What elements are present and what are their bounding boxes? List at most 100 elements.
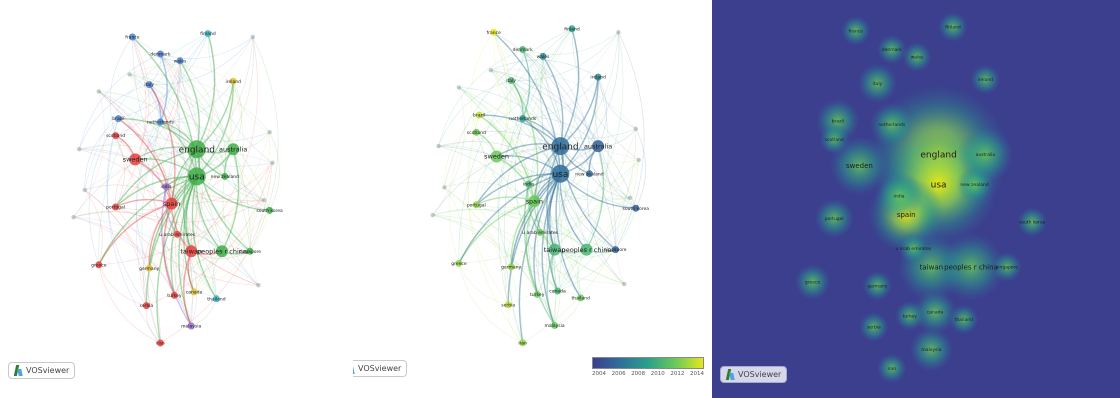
node-south-korea[interactable] (632, 204, 640, 212)
node-thailand[interactable] (212, 295, 220, 303)
node-germany[interactable] (145, 264, 153, 272)
node-wales[interactable] (539, 52, 547, 60)
link-edge (115, 175, 197, 208)
node-spain[interactable] (528, 195, 541, 208)
node-singapore[interactable] (246, 247, 254, 255)
node-greece[interactable] (455, 259, 463, 267)
node-label-spain: spain (163, 200, 180, 208)
node-india[interactable] (162, 183, 170, 191)
node-label-u-arab-emirates: u arab emirates (522, 230, 558, 236)
node-label-finland: finland (564, 26, 580, 32)
node-south-korea[interactable] (266, 206, 274, 214)
link-edge (165, 148, 198, 296)
node-netherlands[interactable] (519, 115, 527, 122)
link-edge (106, 118, 147, 306)
density-label-malaysia: malaysia (921, 347, 941, 353)
density-label-thailand: thailand (955, 317, 973, 323)
vosviewer-logo: VOSviewer (353, 360, 408, 377)
node-malaysia[interactable] (187, 322, 195, 330)
node-spain[interactable] (165, 197, 178, 210)
node-portugal[interactable] (472, 201, 480, 209)
node-iran[interactable] (519, 339, 527, 347)
node-brazil[interactable] (114, 115, 122, 123)
node-germany[interactable] (507, 263, 515, 271)
link-edge (73, 216, 192, 327)
link-edge (176, 233, 198, 327)
node-label-wales: wales (174, 58, 187, 64)
node-peoples-r-china[interactable] (580, 243, 593, 256)
node-taiwan[interactable] (548, 243, 561, 256)
link-edge (160, 162, 273, 344)
link-edge (148, 84, 197, 252)
minor-node (430, 212, 435, 218)
node-scotland[interactable] (472, 128, 480, 136)
node-ireland[interactable] (229, 77, 237, 85)
node-sweden[interactable] (490, 150, 503, 163)
link-edge (458, 87, 541, 233)
node-england[interactable] (551, 137, 570, 156)
node-thailand[interactable] (577, 294, 585, 302)
link-edge (476, 56, 544, 206)
link-edge (467, 114, 509, 306)
node-england[interactable] (187, 140, 206, 159)
node-greece[interactable] (95, 261, 103, 269)
link-edge (458, 263, 509, 306)
node-australia[interactable] (227, 143, 240, 156)
link-edge (522, 76, 599, 119)
node-india[interactable] (525, 180, 532, 188)
node-scotland[interactable] (112, 132, 120, 140)
node-serbia[interactable] (504, 301, 512, 309)
link-edge (152, 121, 195, 293)
node-u-arab-emirates[interactable] (536, 228, 544, 236)
link-edge (129, 73, 270, 133)
link-edge (546, 249, 556, 326)
node-new-zealand[interactable] (585, 170, 593, 178)
link-edge (554, 249, 587, 326)
link-edge (107, 118, 161, 344)
node-new-zealand[interactable] (221, 172, 229, 180)
node-singapore[interactable] (612, 246, 619, 254)
density-label-germany: germany (867, 283, 887, 289)
link-edge (186, 149, 217, 299)
link-edge (476, 130, 590, 174)
node-france[interactable] (490, 28, 498, 36)
node-malaysia[interactable] (551, 322, 559, 329)
node-brazil[interactable] (475, 111, 483, 119)
node-italy[interactable] (145, 81, 153, 89)
node-label-u-arab-emirates: u arab emirates (159, 232, 195, 238)
link-edge (129, 74, 161, 123)
node-canada[interactable] (190, 288, 198, 296)
node-usa[interactable] (551, 164, 570, 183)
node-netherlands[interactable] (156, 118, 164, 126)
node-australia[interactable] (592, 140, 605, 153)
node-portugal[interactable] (112, 203, 120, 211)
node-italy[interactable] (507, 77, 515, 85)
link-edge (147, 203, 172, 344)
node-peoples-r-china[interactable] (216, 245, 228, 258)
node-label-taiwan: taiwan (180, 247, 202, 255)
node-finland[interactable] (568, 25, 576, 33)
link-edge (560, 32, 620, 174)
node-label-singapore: singapore (239, 249, 261, 255)
link-edge (478, 114, 639, 165)
node-denmark[interactable] (156, 50, 164, 58)
node-wales[interactable] (176, 57, 184, 65)
link-edge (145, 175, 198, 306)
link-edge (73, 216, 217, 299)
node-iran[interactable] (156, 339, 164, 347)
node-turkey[interactable] (170, 291, 178, 299)
node-ireland[interactable] (594, 73, 602, 81)
node-taiwan[interactable] (185, 245, 198, 258)
node-finland[interactable] (204, 30, 212, 38)
node-serbia[interactable] (142, 302, 150, 310)
node-turkey[interactable] (533, 290, 541, 298)
link-edge (79, 36, 254, 150)
node-u-arab-emirates[interactable] (173, 230, 181, 238)
node-france[interactable] (128, 33, 136, 41)
link-edge (510, 80, 539, 202)
node-usa[interactable] (187, 167, 206, 186)
node-sweden[interactable] (129, 153, 142, 166)
node-canada[interactable] (554, 287, 561, 295)
density-blob-netherlands (869, 102, 914, 147)
node-denmark[interactable] (519, 46, 527, 53)
